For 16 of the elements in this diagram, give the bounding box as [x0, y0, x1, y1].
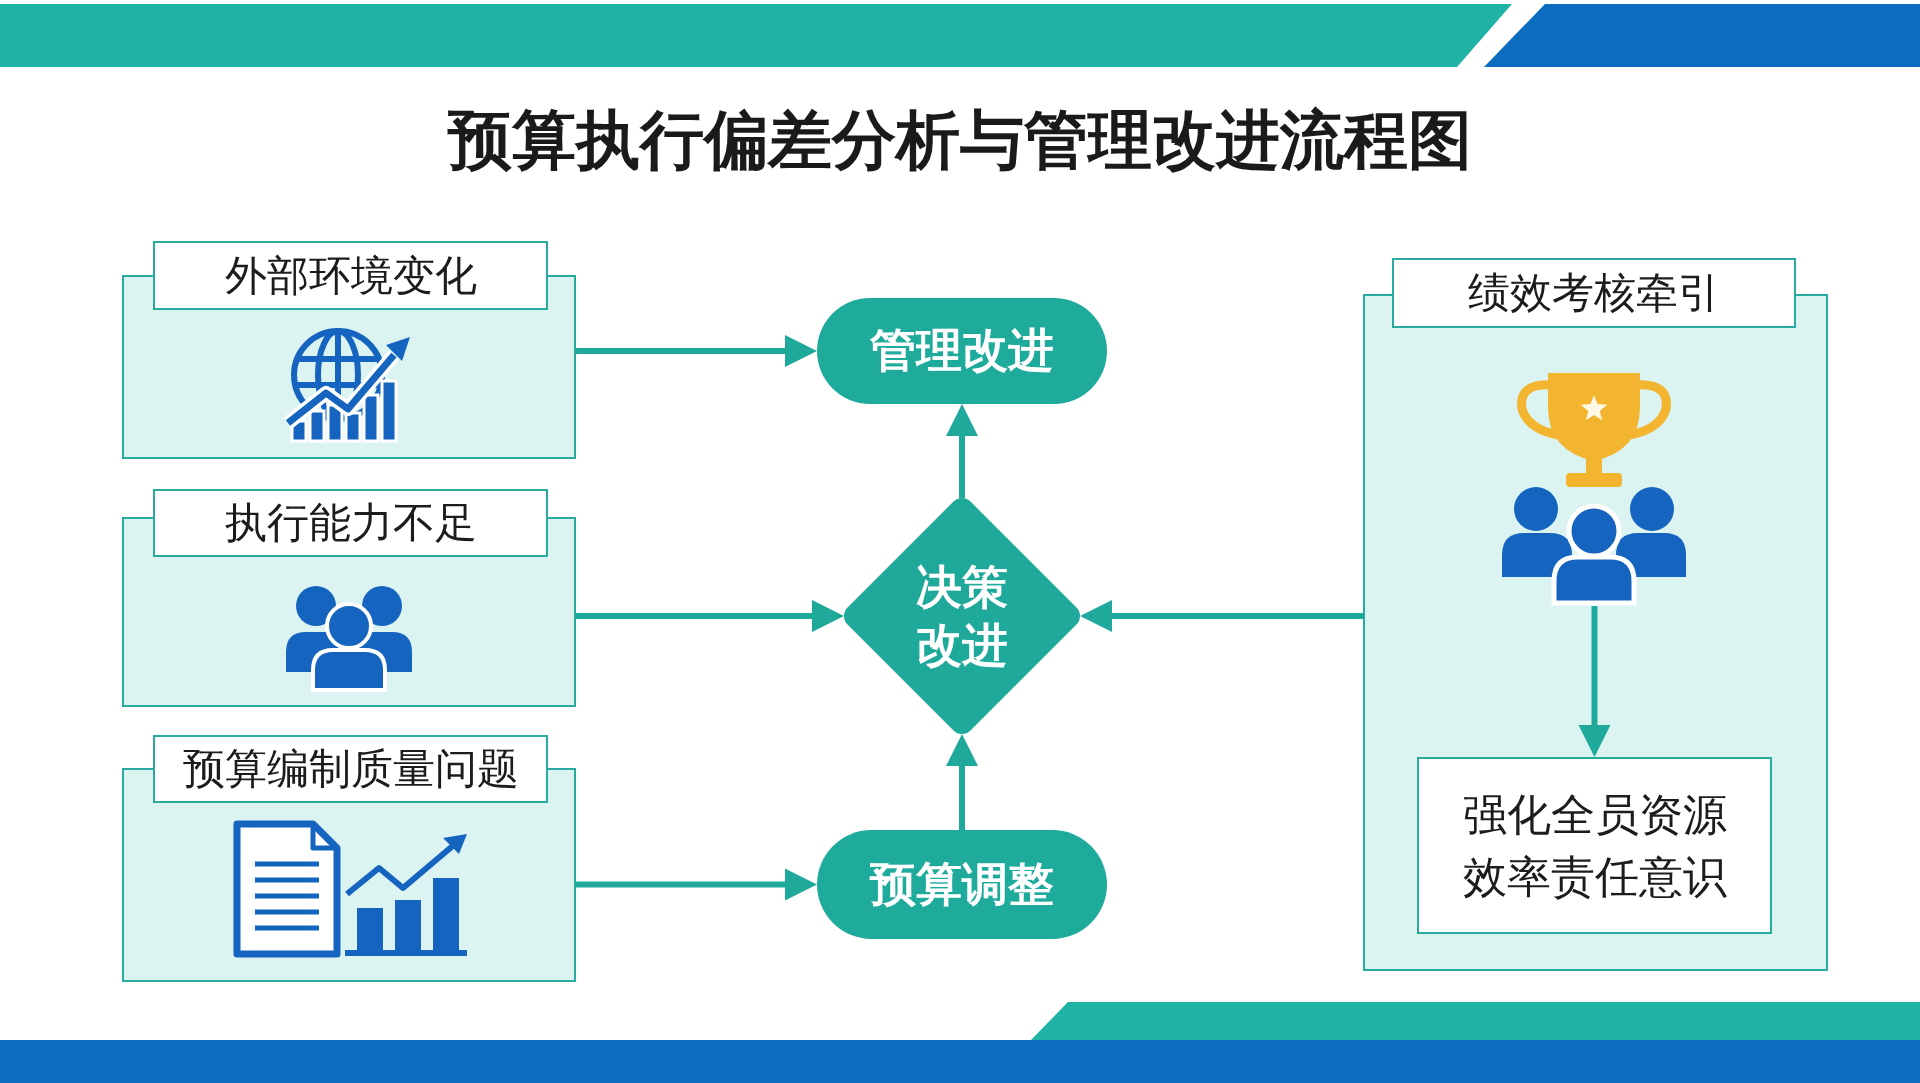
arrow: [576, 600, 844, 632]
panel-heading: 绩效考核牵引: [1392, 258, 1796, 328]
arrow: [946, 404, 978, 498]
rounded-process-box: 预算调整: [817, 830, 1107, 939]
decision-text: 决策改进: [915, 558, 1009, 673]
panel-heading: 预算编制质量问题: [153, 735, 548, 803]
panel-heading: 外部环境变化: [153, 241, 548, 310]
statement-box: 强化全员资源效率责任意识: [1417, 757, 1772, 934]
rounded-process-box: 管理改进: [817, 298, 1107, 404]
arrow: [576, 335, 817, 367]
title: 预算执行偏差分析与管理改进流程图: [448, 102, 1472, 179]
arrow: [1080, 600, 1363, 632]
panel-heading: 执行能力不足: [153, 489, 548, 557]
arrow: [946, 734, 978, 830]
arrow: [1578, 606, 1611, 757]
arrow: [576, 868, 817, 901]
